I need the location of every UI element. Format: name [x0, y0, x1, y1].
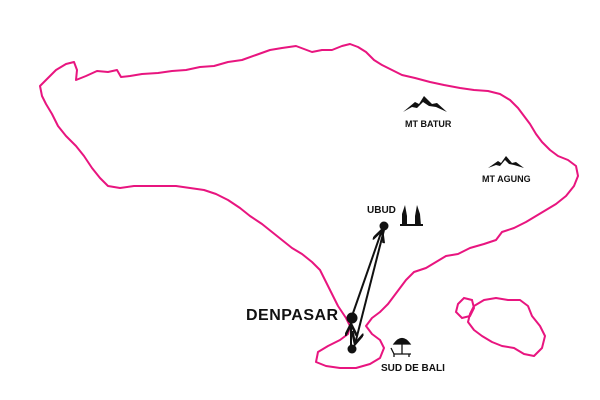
label-ubud: UBUD — [367, 205, 396, 216]
temple-gate-icon — [400, 205, 423, 226]
beach-umbrella-icon — [390, 337, 412, 357]
mountain-icon — [403, 96, 447, 112]
route — [351, 230, 384, 346]
ubud-marker[interactable] — [379, 221, 389, 231]
label-mt-batur: MT BATUR — [405, 119, 452, 129]
denpasar-marker[interactable] — [346, 312, 358, 324]
nusa-lembongan-coastline — [454, 296, 476, 320]
mountain-icon — [488, 156, 524, 168]
bali-coastline — [39, 43, 579, 369]
route-ubud-sud — [355, 229, 385, 344]
label-denpasar: DENPASAR — [246, 307, 339, 324]
sud-de-bali-marker[interactable] — [347, 344, 357, 354]
label-sud-de-bali: SUD DE BALI — [381, 363, 445, 374]
nusa-penida-coastline — [467, 297, 546, 357]
label-mt-agung: MT AGUNG — [482, 174, 531, 184]
route-denpasar-ubud — [351, 230, 382, 317]
